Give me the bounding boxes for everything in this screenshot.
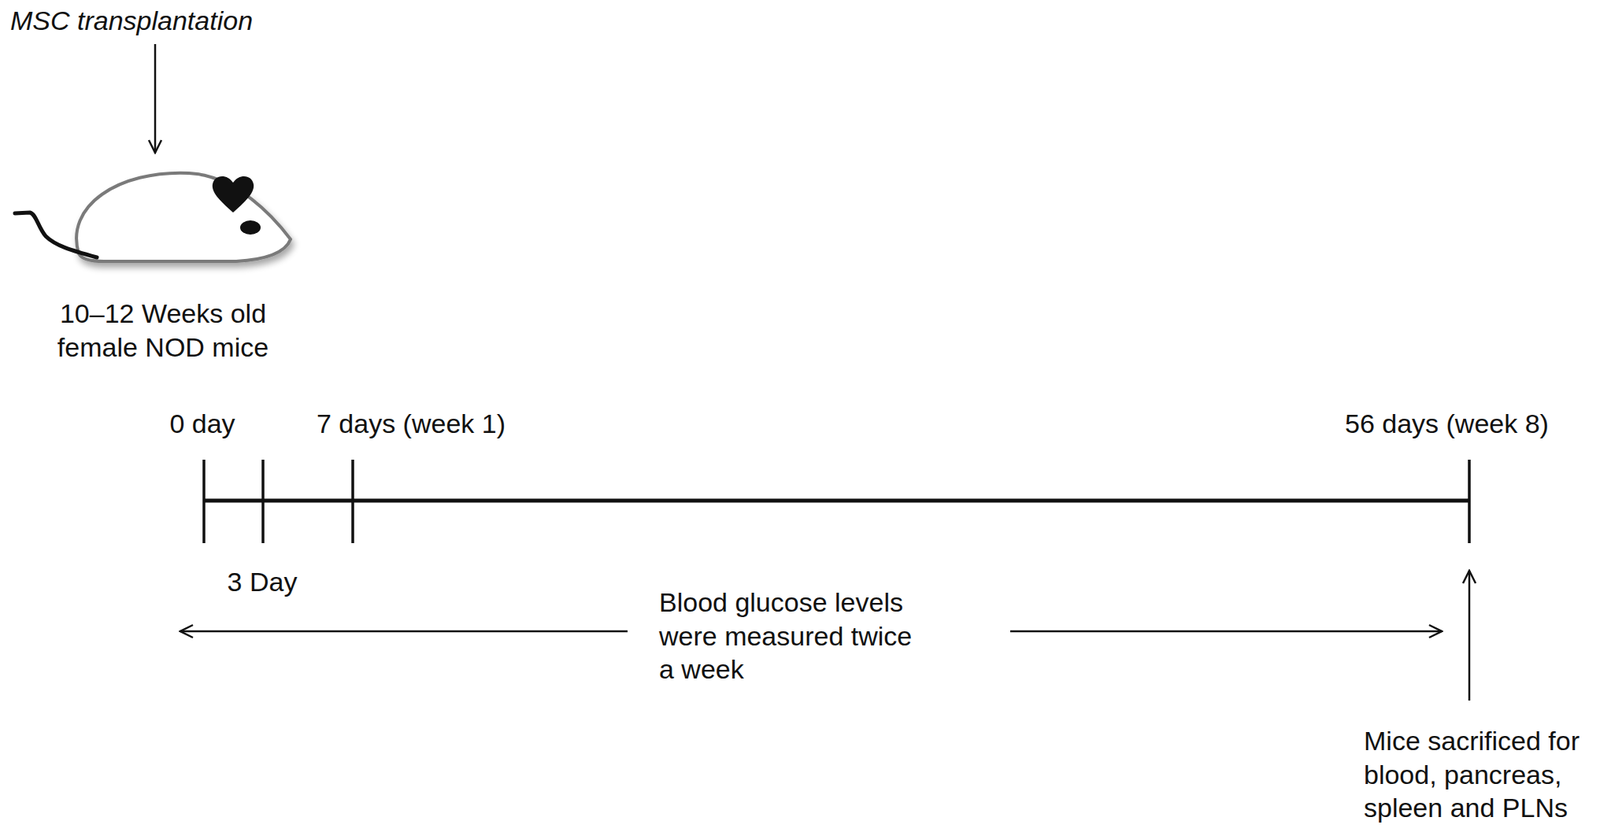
mouse-illustration [14,173,291,262]
injection-arrow [154,44,157,153]
timeline-tick [202,459,206,544]
span-arrow [1010,630,1442,634]
timeline-axis [203,499,1470,504]
timepoint-label: 3 Day [227,565,298,600]
timepoint-label: 56 days (week 8) [1344,407,1549,441]
timepoint-label: 0 day [169,407,235,441]
timepoint-label: 7 days (week 1) [316,407,506,441]
subject-label: 10–12 Weeks old female NOD mice [44,296,282,364]
mouse-ear [212,176,254,213]
mouse-tail [14,212,97,258]
mouse-body [76,173,291,262]
timeline-tick [351,459,355,544]
endpoint-label: Mice sacrificed for blood, pancreas, spl… [1363,724,1594,826]
mouse-eye [240,220,261,235]
span-arrow [180,630,628,634]
treatment-label: MSC transplantation [10,3,253,38]
note-label: Blood glucose levels were measured twice… [659,585,931,687]
sacrifice-arrow [1468,570,1471,701]
timeline-tick [261,459,265,544]
timeline-tick [1467,459,1471,544]
